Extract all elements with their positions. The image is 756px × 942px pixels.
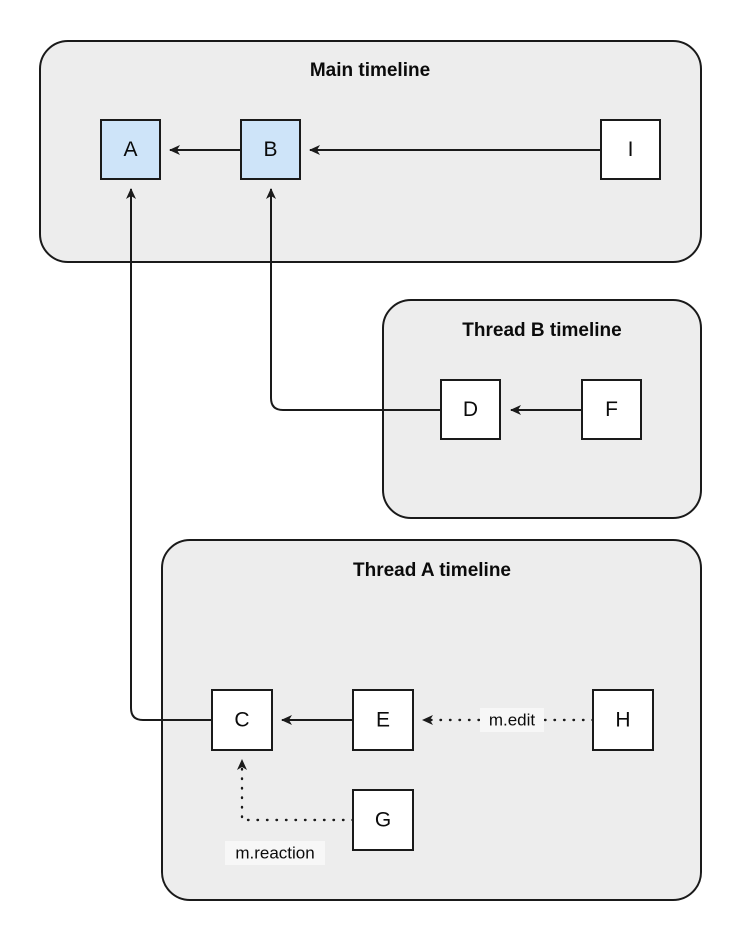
event-node-H[interactable]: H	[592, 689, 654, 751]
event-node-label: D	[463, 398, 478, 421]
event-node-A[interactable]: A	[100, 119, 161, 180]
timeline-group-main: Main timeline	[39, 40, 702, 263]
edge-labels: m.edit m.reaction	[225, 708, 544, 865]
event-node-box[interactable]	[581, 379, 642, 440]
edge-G-to-C	[237, 758, 355, 822]
edge-label-text: m.reaction	[235, 843, 314, 862]
event-node-box[interactable]	[352, 789, 414, 851]
event-node-C[interactable]: C	[211, 689, 273, 751]
event-node-box[interactable]	[240, 119, 301, 180]
event-node-box[interactable]	[211, 689, 273, 751]
timeline-group-title: Thread A timeline	[353, 560, 511, 581]
edge-label-background	[480, 708, 544, 732]
edge-label-text: m.edit	[489, 710, 536, 729]
event-node-D[interactable]: D	[440, 379, 501, 440]
event-node-E[interactable]: E	[352, 689, 414, 751]
event-node-label: G	[375, 809, 391, 832]
edge-C-to-A	[126, 188, 212, 721]
event-node-box[interactable]	[440, 379, 501, 440]
event-node-label: I	[628, 138, 634, 161]
event-node-B[interactable]: B	[240, 119, 301, 180]
edge-label-G-to-C: m.reaction	[225, 841, 325, 865]
edge-label-H-to-E: m.edit	[480, 708, 544, 732]
event-node-box[interactable]	[600, 119, 661, 180]
event-node-label: A	[123, 138, 137, 161]
event-node-label: E	[376, 709, 390, 732]
timeline-group-title: Main timeline	[310, 60, 430, 81]
timeline-group-box	[39, 40, 702, 263]
event-node-box[interactable]	[592, 689, 654, 751]
event-node-G[interactable]: G	[352, 789, 414, 851]
edges	[126, 145, 601, 822]
event-nodes: A B I D F C E H G	[100, 119, 661, 851]
event-node-F[interactable]: F	[581, 379, 642, 440]
event-node-label: C	[234, 709, 249, 732]
event-node-box[interactable]	[100, 119, 161, 180]
event-node-I[interactable]: I	[600, 119, 661, 180]
edge-label-background	[225, 841, 325, 865]
event-node-label: F	[605, 398, 618, 421]
timeline-group-title: Thread B timeline	[462, 320, 621, 341]
event-node-label: H	[615, 709, 630, 732]
edge-D-to-B	[266, 188, 441, 411]
event-node-box[interactable]	[352, 689, 414, 751]
event-node-label: B	[263, 138, 277, 161]
